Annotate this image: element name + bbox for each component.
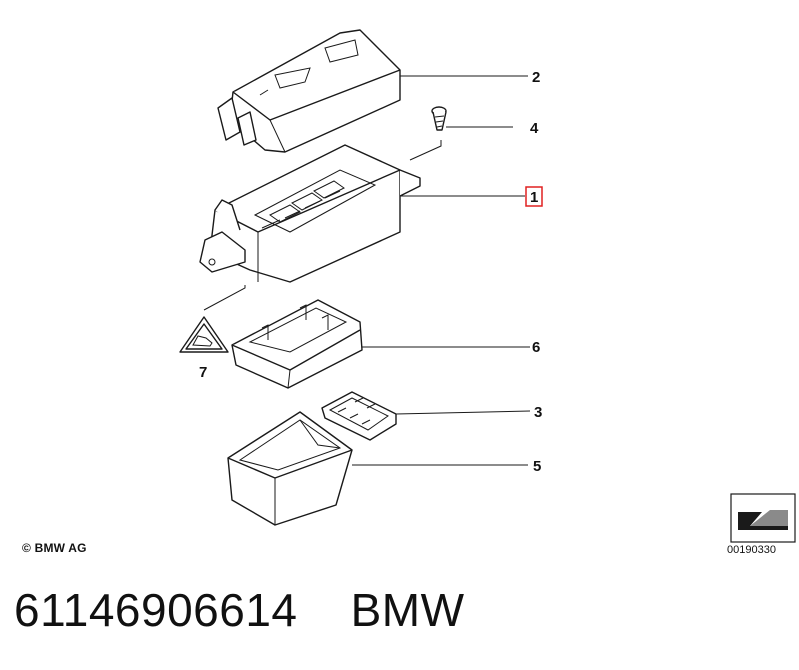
callout-5: 5 xyxy=(533,458,541,475)
bottom-tray-part xyxy=(227,411,353,526)
leader-lines xyxy=(203,75,531,466)
reference-arrow-icon xyxy=(730,493,796,543)
brand-name: BMW xyxy=(350,584,465,636)
callout-3: 3 xyxy=(534,404,542,421)
screw-part xyxy=(431,106,447,131)
fuse-holder-part xyxy=(321,391,397,441)
callout-7: 7 xyxy=(199,364,207,381)
part-number-title: 61146906614 BMW xyxy=(14,583,465,637)
fuse-cover-part xyxy=(217,29,401,153)
diagram-reference-code: 00190330 xyxy=(727,544,776,556)
callout-6: 6 xyxy=(532,339,540,356)
callout-1-highlight-box xyxy=(525,186,543,207)
warning-triangle-icon xyxy=(179,316,229,353)
callout-2: 2 xyxy=(532,69,540,86)
fuse-carrier-part xyxy=(231,299,363,389)
fuse-box-housing-part xyxy=(199,144,421,283)
copyright-text: © BMW AG xyxy=(22,541,87,555)
callout-1: 1 xyxy=(530,189,538,206)
part-number: 61146906614 xyxy=(14,584,298,636)
callout-4: 4 xyxy=(530,120,539,137)
